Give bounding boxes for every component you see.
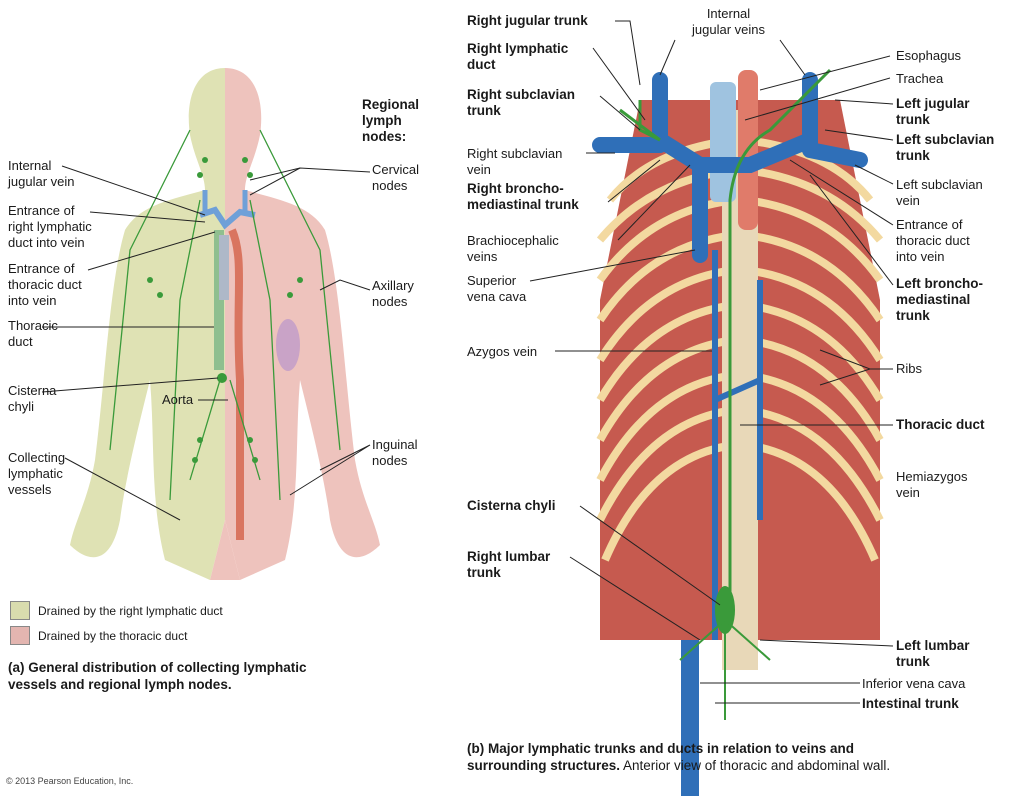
label-inferior-vena-cava: Inferior vena cava	[862, 676, 966, 691]
label-right-bronchomediastinal-trunk: Right broncho- mediastinal trunk	[467, 181, 579, 212]
label-left-subclavian-trunk: Left subclavian trunk	[896, 132, 995, 163]
label-left-subclavian-vein: Left subclavian vein	[896, 177, 983, 208]
label-ribs: Ribs	[896, 361, 923, 376]
label-right-lumbar-trunk: Right lumbar trunk	[467, 549, 551, 580]
label-axillary-nodes: Axillary nodes	[372, 278, 414, 309]
label-right-jugular-trunk: Right jugular trunk	[467, 13, 588, 28]
label-internal-jugular-vein: Internal jugular vein	[8, 158, 75, 189]
label-azygos-vein: Azygos vein	[467, 344, 538, 359]
label-cisterna-chyli-b: Cisterna chyli	[467, 498, 556, 513]
legend-item-right-duct: Drained by the right lymphatic duct	[10, 601, 223, 620]
label-right-lymphatic-duct: Right lymphatic duct	[467, 41, 569, 72]
label-superior-vena-cava: Superior vena cava	[467, 273, 527, 304]
label-internal-jugular-veins: Internal jugular veins	[692, 6, 765, 37]
label-thoracic-duct: Thoracic duct	[8, 318, 58, 349]
legend-label: Drained by the thoracic duct	[38, 628, 188, 643]
label-esophagus: Esophagus	[896, 48, 962, 63]
caption-b-normal: Anterior view of thoracic and abdominal …	[620, 758, 891, 773]
label-intestinal-trunk: Intestinal trunk	[862, 696, 959, 711]
label-hemiazygos-vein: Hemiazygos vein	[896, 469, 968, 500]
legend-swatch	[10, 601, 30, 620]
label-thoracic-duct-b: Thoracic duct	[896, 417, 985, 432]
label-inguinal-nodes: Inguinal nodes	[372, 437, 418, 468]
regional-lymph-nodes-heading: Regional lymph nodes:	[362, 97, 420, 144]
body-figure	[70, 68, 380, 580]
thorax-figure	[592, 68, 884, 796]
label-brachiocephalic-veins: Brachiocephalic veins	[467, 233, 559, 264]
legend-label: Drained by the right lymphatic duct	[38, 603, 223, 618]
label-left-jugular-trunk: Left jugular trunk	[896, 96, 970, 127]
caption-b-bold: (b) Major lymphatic trunks and ducts in …	[467, 741, 855, 773]
caption-a: (a) General distribution of collecting l…	[8, 660, 307, 692]
label-entrance-thoracic-duct-b: Entrance of thoracic duct into vein	[896, 217, 970, 264]
label-right-subclavian-vein: Right subclavian vein	[467, 146, 563, 177]
label-left-lumbar-trunk: Left lumbar trunk	[896, 638, 970, 669]
label-right-subclavian-trunk: Right subclavian trunk	[467, 87, 576, 118]
copyright: © 2013 Pearson Education, Inc.	[6, 776, 134, 786]
legend-swatch	[10, 626, 30, 645]
label-cisterna-chyli: Cisterna chyli	[8, 383, 57, 414]
label-entrance-thoracic-duct: Entrance of thoracic duct into vein	[8, 261, 82, 308]
label-trachea: Trachea	[896, 71, 944, 86]
leader-lines	[41, 20, 894, 704]
label-left-bronchomediastinal-trunk: Left broncho- mediastinal trunk	[896, 276, 983, 323]
label-aorta: Aorta	[162, 392, 194, 407]
label-entrance-right-duct: Entrance of right lymphatic duct into ve…	[8, 203, 92, 250]
caption-b: (b) Major lymphatic trunks and ducts in …	[467, 740, 890, 774]
label-cervical-nodes: Cervical nodes	[372, 162, 419, 193]
label-collecting-vessels: Collecting lymphatic vessels	[8, 450, 66, 497]
legend-item-thoracic-duct: Drained by the thoracic duct	[10, 626, 187, 645]
